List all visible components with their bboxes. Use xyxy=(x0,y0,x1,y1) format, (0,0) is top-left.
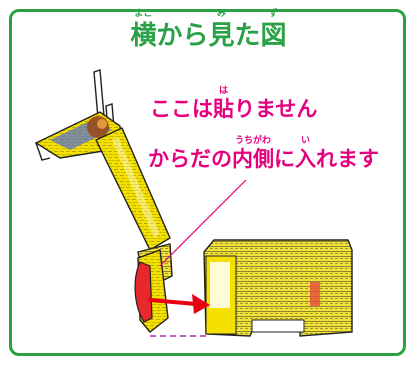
ruby-zu: ず xyxy=(269,9,279,19)
body-front-window xyxy=(210,262,230,308)
kanji-mi: 見 xyxy=(208,21,235,51)
body-leg-gap xyxy=(251,319,305,333)
giraffe-body-box xyxy=(203,239,353,337)
note1-ruby-ha: は貼 xyxy=(213,86,234,122)
kanji-yoko: 横 xyxy=(130,21,157,51)
body-red-mark xyxy=(310,282,320,306)
note-not-glued: ここはは貼りません xyxy=(150,86,318,122)
note1-text-a: ここは xyxy=(150,97,213,121)
giraffe-body-figure xyxy=(203,239,353,337)
note2-text-b: れます xyxy=(316,147,379,171)
callout-line xyxy=(159,179,247,267)
red-inner-flap xyxy=(134,261,153,323)
note-insert-inside: からだのうちがわ内側にい入れます xyxy=(148,136,379,172)
diagram-title: よこ横からみ見たず図 xyxy=(0,9,417,52)
note2-ruby-uchigawa: うちがわ内側 xyxy=(232,136,274,172)
note2-ruby-i: い入 xyxy=(295,136,316,172)
giraffe-neck-figure xyxy=(34,69,173,333)
insert-arrow xyxy=(148,294,210,314)
kanji-haru: 貼 xyxy=(213,97,234,121)
ruby-uchigawa: うちがわ xyxy=(234,136,271,146)
kana-kara: から xyxy=(156,21,209,51)
title-yoko: よこ横 xyxy=(130,9,157,52)
arrow-shaft xyxy=(148,298,198,306)
arrow-head xyxy=(192,294,210,314)
note2-text-a: からだの xyxy=(148,147,232,171)
ruby-ha: は xyxy=(218,86,228,96)
kanji-uchigawa: 内側 xyxy=(232,147,274,171)
kana-ta: た xyxy=(234,21,261,51)
giraffe-neck xyxy=(95,127,171,251)
head-orange-spot xyxy=(97,119,107,129)
title-mi: み見 xyxy=(208,9,235,52)
horn-back xyxy=(93,69,105,119)
head-flap xyxy=(35,142,51,161)
note1-text-b: りません xyxy=(234,97,318,121)
kanji-zu: 図 xyxy=(260,21,287,51)
ruby-i: い xyxy=(300,136,310,146)
neck-highlight xyxy=(112,137,160,238)
title-zu: ず図 xyxy=(260,9,287,52)
kanji-iru: 入 xyxy=(295,147,316,171)
ruby-mi: み xyxy=(216,9,226,19)
note2-text-ni: に xyxy=(274,147,295,171)
ruby-yoko: よこ xyxy=(134,9,153,19)
